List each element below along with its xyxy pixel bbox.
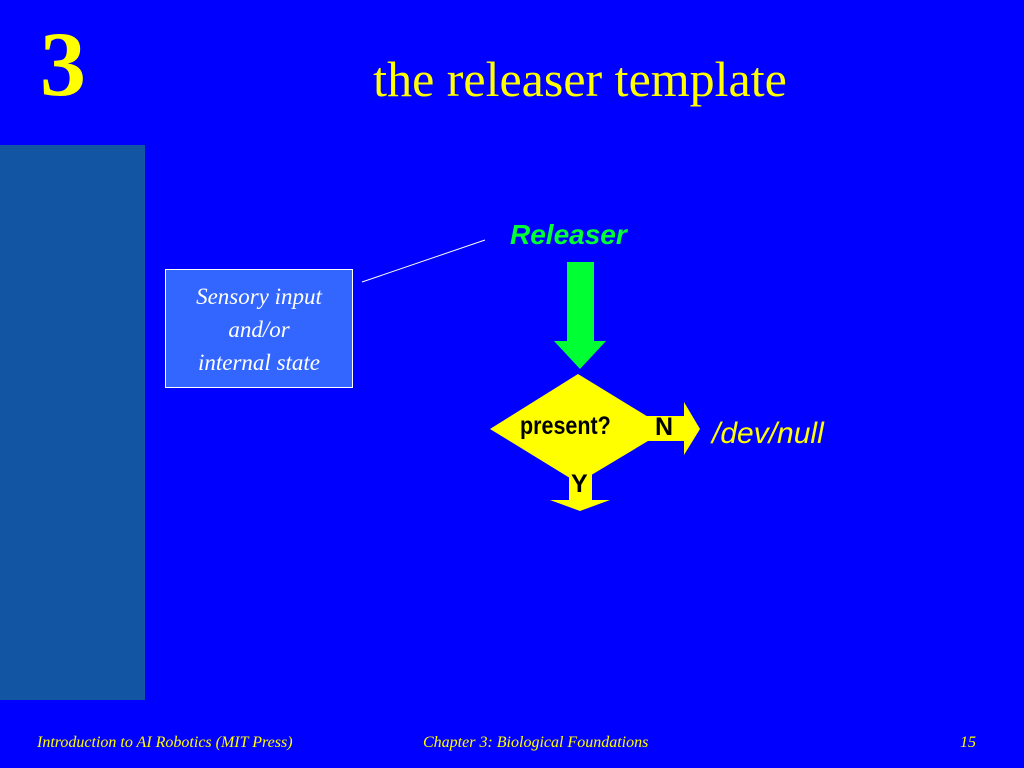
- yes-arrow: [550, 468, 610, 511]
- decision-label: present?: [520, 412, 611, 440]
- input-box-line: Sensory input: [196, 284, 322, 309]
- footer-book-title: Introduction to AI Robotics (MIT Press): [37, 734, 293, 751]
- releaser-label: Releaser: [510, 219, 627, 250]
- yes-branch-label: Y: [571, 470, 588, 498]
- footer-chapter: Chapter 3: Biological Foundations: [423, 734, 649, 751]
- slide-title: the releaser template: [373, 51, 787, 107]
- no-arrow: [640, 402, 700, 455]
- connector-line: [361, 239, 486, 283]
- input-box-line: and/or: [228, 317, 290, 342]
- sensory-input-box: Sensory input and/or internal state: [165, 269, 353, 388]
- no-branch-label: N: [655, 413, 674, 441]
- decision-diamond: [490, 374, 668, 483]
- input-box-line: internal state: [197, 350, 321, 375]
- footer-page-number: 15: [960, 734, 976, 751]
- side-bar: [0, 145, 145, 700]
- no-target-label: /dev/null: [712, 417, 824, 450]
- releaser-arrow: [554, 262, 606, 369]
- chapter-number: 3: [40, 13, 86, 115]
